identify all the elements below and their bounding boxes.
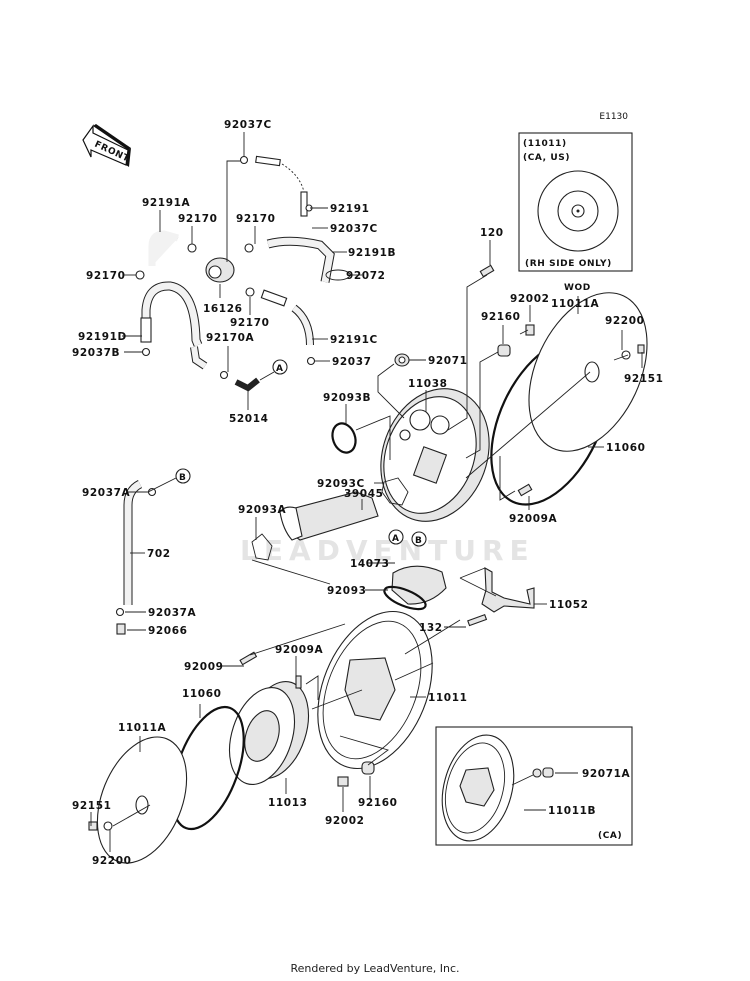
label-92170-left: 92170 (86, 270, 126, 282)
boot-14073 (391, 565, 447, 605)
label-92037b: 92037B (72, 347, 120, 359)
svg-text:B: B (179, 473, 186, 483)
label-11011a-top: 11011A (551, 298, 600, 310)
label-92009: 92009 (184, 661, 224, 673)
label-92037c-top: 92037C (224, 119, 272, 131)
label-92200-top: 92200 (605, 315, 645, 327)
label-120: 120 (480, 227, 504, 239)
inset-rh-note: (RH SIDE ONLY) (525, 259, 612, 269)
label-11038: 11038 (408, 378, 448, 390)
label-92093: 92093 (327, 585, 367, 597)
connector-a-top: A (272, 359, 288, 375)
connector-a-mid: A (388, 529, 404, 545)
label-92037a-top: 92037A (82, 487, 131, 499)
connector-b-mid: B (411, 531, 427, 547)
label-14073: 14073 (350, 558, 390, 570)
label-702: 702 (147, 548, 171, 560)
inset-ca-label-11011b: 11011B (548, 805, 596, 817)
label-92037a-bot: 92037A (148, 607, 197, 619)
label-132: 132 (419, 622, 443, 634)
connector-b-left: B (175, 468, 191, 484)
front-arrow-icon: FRONT (82, 124, 131, 167)
diagram-code: E1130 (599, 112, 628, 122)
label-92071: 92071 (428, 355, 468, 367)
label-92009a-bot: 92009A (275, 644, 324, 656)
label-11011a-bot: 11011A (118, 722, 167, 734)
label-wod: WOD (564, 283, 591, 293)
inset-ca-note: (CA) (598, 831, 622, 841)
label-11060-bot: 11060 (182, 688, 222, 700)
label-92160-top: 92160 (481, 311, 521, 323)
svg-text:A: A (392, 534, 400, 544)
watermark: LEADVENTURE (240, 534, 535, 567)
label-92191d: 92191D (78, 331, 127, 343)
label-92002-top: 92002 (510, 293, 550, 305)
label-92170a: 92170A (206, 332, 255, 344)
label-11052: 11052 (549, 599, 589, 611)
label-11011: 11011 (428, 692, 468, 704)
middle-assembly (251, 491, 535, 627)
label-92191a: 92191A (142, 197, 191, 209)
label-92151-bot: 92151 (72, 800, 112, 812)
label-52014: 52014 (229, 413, 269, 425)
footer-credit: Rendered by LeadVenture, Inc. (290, 962, 460, 975)
inset-rh-markets: (CA, US) (523, 153, 570, 163)
breather-hoses (115, 155, 351, 635)
svg-text:B: B (415, 536, 422, 546)
label-39045: 39045 (344, 488, 384, 500)
label-92160-bot: 92160 (358, 797, 398, 809)
inset-rh-part-ref: (11011) (523, 139, 567, 149)
label-92072: 92072 (346, 270, 386, 282)
label-92066: 92066 (148, 625, 188, 637)
label-92170-a: 92170 (178, 213, 218, 225)
inset-ca: 92071A 11011B (CA) (435, 726, 633, 846)
leader-lines (90, 132, 643, 852)
upper-cover-assembly (331, 264, 648, 522)
label-92191b: 92191B (348, 247, 396, 259)
label-92191: 92191 (330, 203, 370, 215)
svg-text:A: A (276, 364, 284, 374)
label-92170-c: 92170 (230, 317, 270, 329)
lower-assembly (88, 610, 461, 864)
inset-rh-side: (11011) (CA, US) (RH SIDE ONLY) (518, 132, 633, 272)
label-16126: 16126 (203, 303, 243, 315)
part-labels: 92037C 92191A 92170 92170 92191 92037C 9… (72, 119, 664, 867)
label-92170-b: 92170 (236, 213, 276, 225)
label-92037c-mid: 92037C (330, 223, 378, 235)
label-11060-top: 11060 (606, 442, 646, 454)
label-92037: 92037 (332, 356, 372, 368)
label-92009a-top: 92009A (509, 513, 558, 525)
inset-ca-label-92071a: 92071A (582, 768, 631, 780)
label-92093b: 92093B (323, 392, 371, 404)
bracket-11052 (481, 567, 535, 613)
label-11013: 11013 (268, 797, 308, 809)
label-92191c: 92191C (330, 334, 378, 346)
label-92093a: 92093A (238, 504, 287, 516)
label-92093c: 92093C (317, 478, 365, 490)
label-92200-bot: 92200 (92, 855, 132, 867)
label-92002-bot: 92002 (325, 815, 365, 827)
label-92151-top: 92151 (624, 373, 664, 385)
